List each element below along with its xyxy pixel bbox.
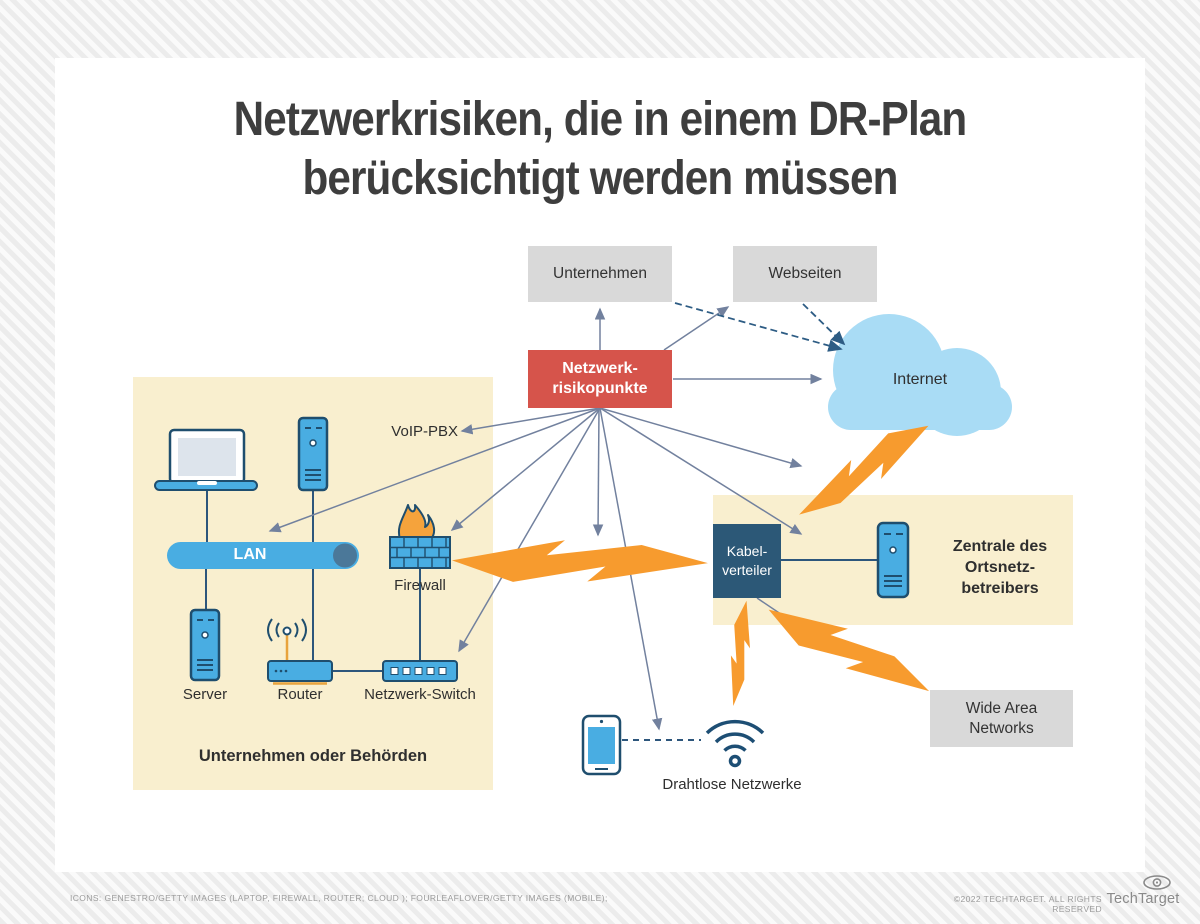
zentrale-line-3: betreibers [961,580,1039,597]
lightning-bolt-firewall [451,538,709,586]
wan-line-2: Networks [969,719,1034,737]
internet-cloud-icon [828,314,1012,436]
firewall-icon [389,504,451,569]
mobile-phone-icon [581,714,622,776]
router-label: Router [277,686,323,703]
voip-pbx-label: VoIP-PBX [391,423,458,440]
central-office-caption: Zentrale des Ortsnetz- betreibers [935,536,1065,599]
enterprise-panel-caption: Unternehmen oder Behörden [198,747,428,765]
copyright-text: ©2022 TECHTARGET. ALL RIGHTS RESERVED [953,894,1102,914]
lan-label: LAN [233,546,267,563]
webseiten-box: Webseiten [733,246,877,302]
kabelverteiler-line-1: Kabel- [726,543,768,559]
netzwerk-risikopunkte-box: Netzwerk- risikopunkte [528,350,672,408]
kabelverteiler-line-2: verteiler [722,562,772,578]
techtarget-logo: TechTarget [1106,875,1180,907]
webseiten-box-label: Webseiten [768,265,842,282]
zentrale-line-1: Zentrale des [952,538,1048,555]
server-tower-icon [189,608,221,682]
unternehmen-box-label: Unternehmen [553,265,647,282]
risiko-line-1: Netzwerk- [562,360,638,377]
wifi-icon [705,719,765,768]
internet-label: Internet [892,371,948,388]
connector-lines [205,490,878,741]
lightning-bolt-wireless [723,599,757,708]
server-tower-icon [876,521,910,599]
kabelverteiler-box: Kabel- verteiler [713,524,781,598]
server-tower-icon [297,416,329,492]
wide-area-networks-box: Wide Area Networks [930,690,1073,747]
laptop-icon [154,428,258,491]
risk-arrows [268,306,823,731]
lan-bar [167,542,359,569]
flame-icon [398,504,436,540]
wireless-networks-label: Drahtlose Netzwerke [662,776,802,793]
lightning-bolt-wan [760,592,938,709]
unternehmen-box: Unternehmen [528,246,672,302]
network-switch-label: Netzwerk-Switch [364,686,476,703]
title-line-1: Netzwerkrisiken, die in einem DR-Plan [233,93,968,146]
server-label: Server [182,686,228,703]
title-line-2: berücksichtigt werden müssen [302,152,898,205]
zentrale-line-2: Ortsnetz- [964,559,1036,576]
techtarget-eye-icon [1143,875,1171,890]
risiko-line-2: risikopunkte [552,380,648,397]
firewall-label: Firewall [394,577,446,594]
techtarget-wordmark: TechTarget [1106,891,1180,907]
network-switch-icon [382,660,458,682]
wan-line-1: Wide Area [965,699,1038,717]
page-title: Netzwerkrisiken, die in einem DR-Plan be… [72,90,1128,208]
icon-credits-text: ICONS: GENESTRO/GETTY IMAGES (LAPTOP, FI… [70,893,608,903]
router-icon [267,618,333,685]
dashed-arrows [674,302,846,352]
